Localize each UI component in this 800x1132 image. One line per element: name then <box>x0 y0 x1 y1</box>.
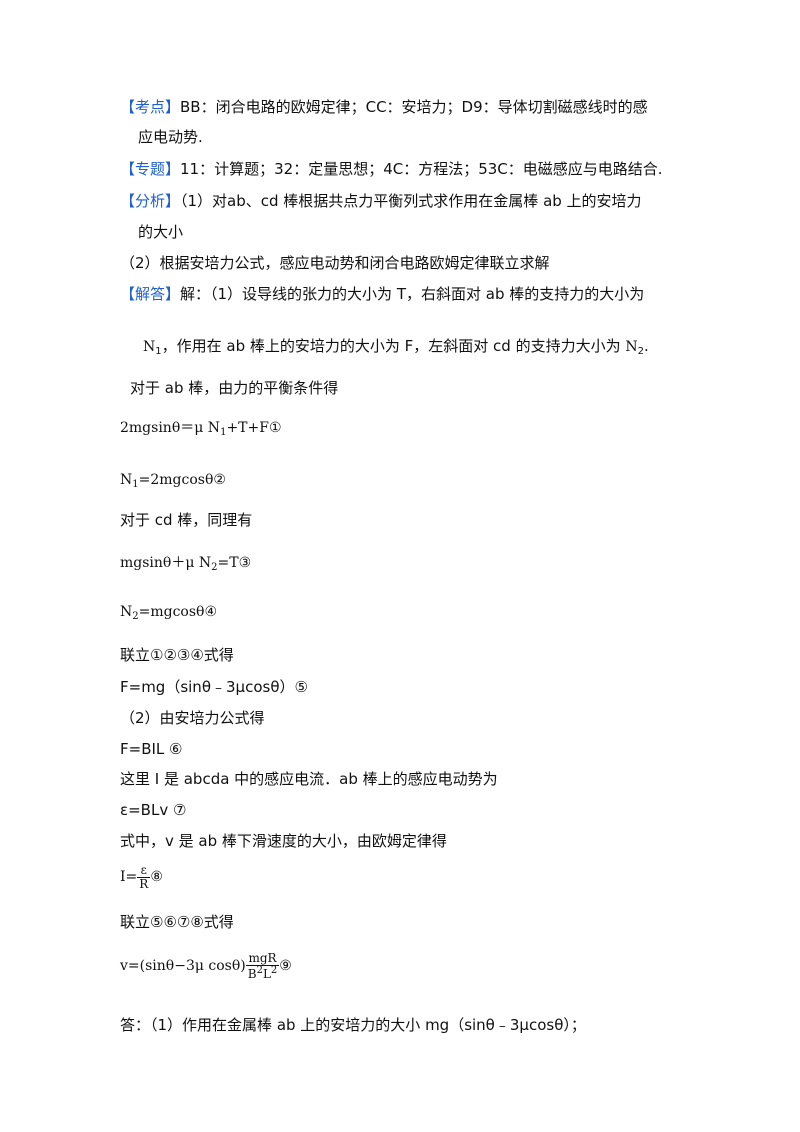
line-ab-balance: 对于 ab 棒，由力的平衡条件得 <box>130 379 339 397</box>
fenxi-text: （1）对ab、cd 棒根据共点力平衡列式求作用在金属棒 ab 上的安培力 <box>180 192 642 210</box>
line-fenxi: 【分析】（1）对ab、cd 棒根据共点力平衡列式求作用在金属棒 ab 上的安培力 <box>120 192 642 210</box>
line-lianli-2: 联立⑤⑥⑦⑧式得 <box>120 913 234 931</box>
line-part2: （2）由安培力公式得 <box>120 709 265 727</box>
line-lianli-1: 联立①②③④式得 <box>120 646 234 664</box>
tag-jieda: 【解答】 <box>120 285 181 303</box>
line-jieda: 【解答】解：（1）设导线的张力的大小为 T，右斜面对 ab 棒的支持力的大小为 <box>120 285 644 303</box>
line-cd-balance: 对于 cd 棒，同理有 <box>120 511 253 529</box>
line-zhuanti: 【专题】11：计算题；32：定量思想；4C：方程法；53C：电磁感应与电路结合. <box>120 160 663 178</box>
line-kaodian: 【考点】BB：闭合电路的欧姆定律；CC：安培力；D9：导体切割磁感线时的感 <box>120 98 648 116</box>
tag-zhuanti: 【专题】 <box>120 160 181 178</box>
equation-6: F=BIL ⑥ <box>120 740 183 758</box>
equation-5-force: F=mg（sinθ﹣3μcosθ）⑤ <box>120 678 308 696</box>
kaodian-text: BB：闭合电路的欧姆定律；CC：安培力；D9：导体切割磁感线时的感 <box>180 98 648 116</box>
equation-7: ε=BLv ⑦ <box>120 801 187 819</box>
equation-4: N2=mgcosθ④ <box>120 604 218 622</box>
equation-2: N1=2mgcosθ② <box>120 472 226 490</box>
tag-kaodian: 【考点】 <box>120 98 181 116</box>
line-fenxi-cont: 的大小 <box>138 223 184 241</box>
tag-fenxi: 【分析】 <box>120 192 181 210</box>
equation-3: mgsinθ＋μ N2=T③ <box>120 555 252 573</box>
line-ohm-law: 式中，v 是 ab 棒下滑速度的大小，由欧姆定律得 <box>120 832 447 850</box>
line-kaodian-cont: 应电动势. <box>138 128 203 146</box>
line-induced-current: 这里 I 是 abcda 中的感应电流．ab 棒上的感应电动势为 <box>120 770 498 788</box>
line-answer: 答：（1）作用在金属棒 ab 上的安培力的大小 mg（sinθ﹣3μcosθ）； <box>120 1016 586 1034</box>
equation-1: 2mgsinθ＝μ N1+T+F① <box>120 420 282 438</box>
line-fenxi-2: （2）根据安培力公式，感应电动势和闭合电路欧姆定律联立求解 <box>120 254 550 272</box>
zhuanti-text: 11：计算题；32：定量思想；4C：方程法；53C：电磁感应与电路结合. <box>180 160 663 178</box>
line-n1-n2: N1，作用在 ab 棒上的安培力的大小为 F，左斜面对 cd 的支持力大小为 N… <box>143 337 649 357</box>
jieda-text: 解：（1）设导线的张力的大小为 T，右斜面对 ab 棒的支持力的大小为 <box>180 285 645 303</box>
